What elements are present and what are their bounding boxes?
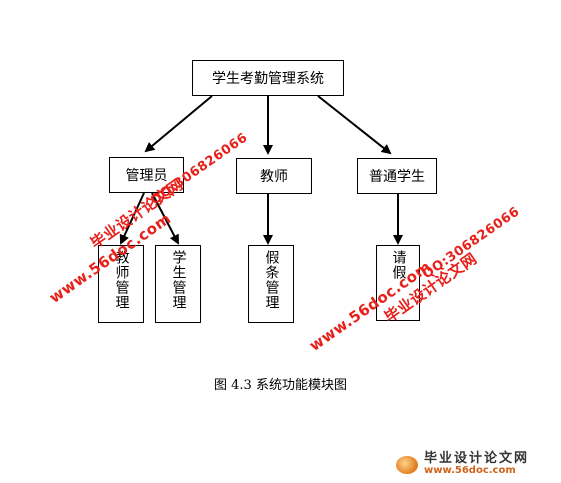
node-root-label: 学生考勤管理系统 [212,71,324,87]
node-teacher-mgmt: 教师管理 [98,245,144,323]
node-admin-label: 管理员 [125,168,168,184]
node-teacher-label: 教师 [260,169,288,185]
arrow-root-to-admin [144,95,213,153]
arrow-admin-to-teacher-mgmt [119,192,145,245]
node-student-label: 普通学生 [369,169,425,185]
footer-logo: 毕业设计论文网 www.56doc.com [396,452,556,478]
logo-badge-icon [396,456,418,474]
node-teacher-mgmt-label: 教师管理 [113,250,130,310]
node-teacher: 教师 [236,158,312,194]
node-student-mgmt: 学生管理 [155,245,201,323]
arrow-root-to-student [317,95,392,155]
arrow-admin-to-student-mgmt [151,192,179,245]
node-student-mgmt-label: 学生管理 [170,250,187,310]
node-leave-request: 请假 [376,245,420,321]
node-leave-request-label: 请假 [390,250,407,280]
footer-brand: 毕业设计论文网 [424,451,530,466]
node-student: 普通学生 [357,158,437,194]
figure-caption: 图 4.3 系统功能模块图 [214,378,347,393]
node-admin: 管理员 [109,157,184,193]
footer-url: www.56doc.com [424,465,516,476]
node-leave-mgmt: 假条管理 [248,245,294,323]
node-leave-mgmt-label: 假条管理 [263,250,280,310]
node-root: 学生考勤管理系统 [192,60,344,96]
